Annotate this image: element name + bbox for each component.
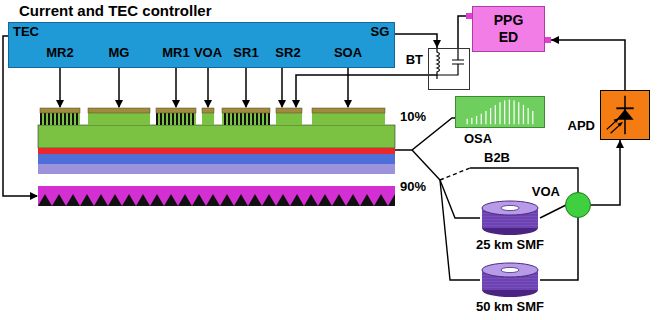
bias-tee: BT xyxy=(428,48,470,90)
signal-name: SOA xyxy=(334,46,362,60)
node-label: BT xyxy=(406,53,423,67)
voa-circle: VOA xyxy=(565,192,591,218)
connector xyxy=(395,34,441,48)
node-label: PPG xyxy=(494,13,524,28)
spectrum-drawing xyxy=(456,97,544,127)
signal-name: VOA xyxy=(194,46,222,60)
connector xyxy=(458,16,466,48)
node-label: APD xyxy=(568,119,595,133)
node-label: ED xyxy=(499,30,518,45)
spool-drawing xyxy=(480,262,540,298)
node-label: 50 km SMF xyxy=(476,300,544,314)
connector xyxy=(591,140,624,205)
fiber-spool: 25 km SMF xyxy=(480,200,540,236)
spool-drawing xyxy=(480,200,540,236)
connector xyxy=(551,36,625,90)
signal-name: TEC xyxy=(13,25,39,39)
fiber-label: 90% xyxy=(400,180,426,194)
osa-box: OSA xyxy=(455,96,545,128)
apd-box: APD xyxy=(600,90,650,140)
node-label: Current and TEC controller xyxy=(19,3,212,20)
connector xyxy=(540,218,578,280)
node-label: 25 km SMF xyxy=(476,238,544,252)
signal-name: MR1 xyxy=(162,46,189,60)
fiber-label: B2B xyxy=(484,151,510,165)
ppg-ed-box: PPG ED xyxy=(472,6,545,52)
signal-name: SR1 xyxy=(233,46,258,60)
node-label: VOA xyxy=(532,185,560,199)
signal-name: SG xyxy=(371,25,390,39)
signal-name: MG xyxy=(109,46,130,60)
signal-name: MR2 xyxy=(46,46,73,60)
fiber-spool: 50 km SMF xyxy=(480,262,540,298)
photodiode-symbol xyxy=(601,91,649,139)
controller-box: Current and TEC controller xyxy=(8,22,395,68)
connector xyxy=(540,205,566,218)
signal-name: SR2 xyxy=(275,46,300,60)
fiber-label: 10% xyxy=(400,110,426,124)
node-label: OSA xyxy=(464,132,492,146)
